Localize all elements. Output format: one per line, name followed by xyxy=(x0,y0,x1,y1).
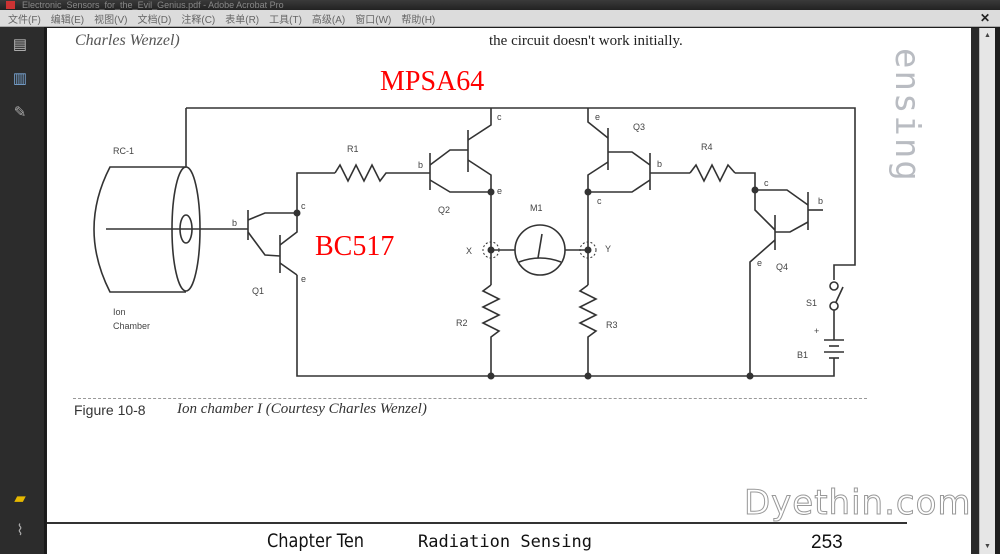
transistor-q4 xyxy=(749,189,823,376)
page-border xyxy=(971,28,979,554)
menu-window[interactable]: 窗口(W) xyxy=(355,14,392,26)
junction-dots xyxy=(293,186,759,380)
pdf-page: Charles Wenzel) the circuit doesn't work… xyxy=(47,28,971,554)
wires xyxy=(186,107,856,377)
label-x: X xyxy=(466,246,472,256)
label-r1: R1 xyxy=(347,144,359,154)
ion-chamber xyxy=(93,108,248,293)
menu-bar: 文件(F) 编辑(E) 视图(V) 文档(D) 注释(C) 表单(R) 工具(T… xyxy=(0,10,1000,27)
menu-comments[interactable]: 注释(C) xyxy=(181,14,216,26)
footer-section: Radiation Sensing xyxy=(418,532,592,552)
label-r3: R3 xyxy=(606,320,618,330)
battery-b1 xyxy=(824,339,844,359)
label-s1: S1 xyxy=(806,298,817,308)
mpsa64-annotation: MPSA64 xyxy=(380,66,485,97)
resistor-r2 xyxy=(481,284,501,340)
pages-icon[interactable]: ▤ xyxy=(12,36,28,53)
menu-forms[interactable]: 表单(R) xyxy=(225,14,260,26)
window-title: Electronic_Sensors_for_the_Evil_Genius.p… xyxy=(22,0,284,10)
top-left-text: Charles Wenzel) xyxy=(75,32,180,49)
window-title-bar: Electronic_Sensors_for_the_Evil_Genius.p… xyxy=(0,0,1000,10)
test-point-x xyxy=(482,241,500,259)
label-q4-e: e xyxy=(757,258,762,268)
resistor-r3 xyxy=(578,284,598,340)
watermark: Dyethin.com xyxy=(744,483,971,523)
label-r2: R2 xyxy=(456,318,468,328)
label-q1-c: c xyxy=(301,201,306,211)
label-rc1: RC-1 xyxy=(113,146,134,156)
bookmarks-icon[interactable]: ▥ xyxy=(12,70,28,87)
label-r4: R4 xyxy=(701,142,713,152)
switch-s1 xyxy=(829,281,844,311)
footer-chapter: Chapter Ten xyxy=(267,530,365,552)
label-q1-b: b xyxy=(232,218,237,228)
window-edge xyxy=(995,28,1000,554)
label-q4: Q4 xyxy=(776,262,788,272)
figure-number: Figure 10-8 xyxy=(74,402,146,418)
label-q1: Q1 xyxy=(252,286,264,296)
footer-page-number: 253 xyxy=(811,532,843,553)
label-q3-e: e xyxy=(595,112,600,122)
resistor-r1 xyxy=(334,163,390,183)
menu-tools[interactable]: 工具(T) xyxy=(269,14,302,26)
label-q2-b: b xyxy=(418,160,423,170)
navigation-sidebar: ▤ ▥ ✎ ▰ ⌇ xyxy=(0,27,46,554)
label-q2-e: e xyxy=(497,186,502,196)
test-point-y xyxy=(579,241,597,259)
comments-icon[interactable]: ▰ xyxy=(14,490,26,507)
menu-edit[interactable]: 编辑(E) xyxy=(50,14,85,26)
label-m1: M1 xyxy=(530,203,543,213)
acrobat-icon xyxy=(6,1,15,9)
label-q3: Q3 xyxy=(633,122,645,132)
label-q4-b: b xyxy=(818,196,823,206)
footer-rule xyxy=(47,522,907,524)
meter-m1 xyxy=(514,224,566,276)
transistor-q2 xyxy=(429,108,492,193)
label-q4-c: c xyxy=(764,178,769,188)
signatures-icon[interactable]: ✎ xyxy=(13,104,27,121)
label-y: Y xyxy=(605,244,611,254)
menu-file[interactable]: 文件(F) xyxy=(8,14,41,26)
scroll-down-icon[interactable]: ▼ xyxy=(984,543,991,550)
label-chamber: Chamber xyxy=(113,321,150,331)
label-q2-c: c xyxy=(497,112,502,122)
label-q3-c: c xyxy=(597,196,602,206)
close-document-icon[interactable]: ✕ xyxy=(979,11,990,25)
label-q2: Q2 xyxy=(438,205,450,215)
label-plus: + xyxy=(814,326,819,336)
attachments-icon[interactable]: ⌇ xyxy=(16,522,24,539)
top-right-text: the circuit doesn't work initially. xyxy=(489,33,683,49)
scroll-up-icon[interactable]: ▲ xyxy=(984,32,991,39)
transistor-q3 xyxy=(587,108,651,193)
label-b1: B1 xyxy=(797,350,808,360)
bc517-annotation: BC517 xyxy=(315,231,395,262)
figure-caption: Ion chamber I (Courtesy Charles Wenzel) xyxy=(177,401,427,417)
transistor-q1 xyxy=(247,210,298,276)
menu-document[interactable]: 文档(D) xyxy=(137,14,172,26)
resistor-r4 xyxy=(689,163,736,183)
menu-advanced[interactable]: 高级(A) xyxy=(311,14,346,26)
label-q3-b: b xyxy=(657,159,662,169)
menu-help[interactable]: 帮助(H) xyxy=(401,14,436,26)
vertical-scrollbar[interactable]: ▲ ▼ xyxy=(979,28,995,554)
menu-view[interactable]: 视图(V) xyxy=(94,14,128,26)
label-ion: Ion xyxy=(113,307,126,317)
caption-divider xyxy=(73,398,867,399)
label-q1-e: e xyxy=(301,274,306,284)
